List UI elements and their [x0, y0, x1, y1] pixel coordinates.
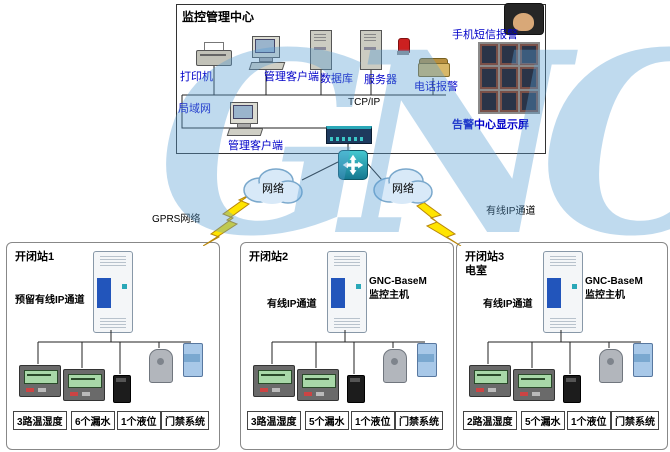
access-control-reader-icon [383, 349, 407, 383]
sensor-label: 3路温湿度 [247, 411, 301, 430]
access-control-reader-icon [599, 349, 623, 383]
sensor-label: 5个漏水 [305, 411, 349, 430]
sensor-label: 门禁系统 [611, 411, 659, 430]
printer-label: 打印机 [180, 71, 213, 83]
liquid-level-sensor-icon [417, 343, 437, 377]
router-icon [338, 150, 368, 180]
cross-arrows-icon [342, 154, 364, 176]
temp-humidity-controller-icon [297, 369, 339, 401]
alarm-button-icon [397, 38, 410, 56]
database-label: 数据库 [320, 73, 353, 85]
network-switch-icon [326, 126, 372, 144]
server-icon [360, 30, 382, 70]
station-3-channel-label: 有线IP通道 [483, 299, 533, 310]
center-title: 监控管理中心 [182, 10, 255, 24]
sensor-label: 门禁系统 [161, 411, 209, 430]
temp-humidity-controller-icon [469, 365, 511, 397]
sms-alarm-label: 手机短信报警 [452, 29, 518, 41]
liquid-level-sensor-icon [633, 343, 653, 377]
station-2-title: 开闭站2 [249, 251, 289, 263]
station-3-host-device [543, 251, 583, 333]
station-2-channel-label: 有线IP通道 [267, 299, 317, 310]
station-2-host-device [327, 251, 367, 333]
sensor-label: 1个液位 [117, 411, 161, 430]
client2-label: 管理客户端 [228, 140, 283, 152]
water-leak-sensor-icon [113, 375, 131, 403]
database-server-icon [310, 30, 332, 70]
station-3-subtitle: 电室 [465, 265, 487, 277]
wired-ip-label: 有线IP通道 [486, 206, 536, 217]
temp-humidity-controller-icon [253, 365, 295, 397]
station-1-channel-label: 预留有线IP通道 [15, 295, 85, 306]
sensor-label: 门禁系统 [395, 411, 443, 430]
sensor-label: 2路温湿度 [463, 411, 517, 430]
station-1-host-device [93, 251, 133, 333]
sensor-label: 1个液位 [351, 411, 395, 430]
sensor-label: 3路温湿度 [13, 411, 67, 430]
printer-icon [196, 42, 232, 66]
station-1-title: 开闭站1 [15, 251, 55, 263]
temp-humidity-controller-icon [63, 369, 105, 401]
tcpip-label: TCP/IP [348, 97, 381, 108]
lan-label: 局域网 [178, 103, 211, 115]
cloud-right-icon [370, 166, 436, 208]
gprs-network-label: GPRS网络 [152, 214, 201, 225]
client1-label: 管理客户端 [264, 71, 319, 83]
phone-alarm-label: 电话报警 [414, 81, 458, 93]
sensor-label: 5个漏水 [521, 411, 565, 430]
lightning-bolt-right-icon [415, 196, 462, 246]
client1-computer-icon [248, 36, 286, 70]
server-label: 服务器 [364, 74, 397, 86]
lightning-bolt-left-icon [203, 194, 252, 246]
water-leak-sensor-icon [563, 375, 581, 403]
station-1-box: 开闭站1 预留有线IP通道 3路温湿度 6个漏水 1个液位 门禁系统 [6, 242, 220, 450]
cloud-left-icon [240, 166, 306, 208]
temp-humidity-controller-icon [513, 369, 555, 401]
telephone-icon [418, 58, 450, 77]
water-leak-sensor-icon [347, 375, 365, 403]
display-wall-label: 告警中心显示屏 [452, 119, 529, 131]
client2-computer-icon [226, 102, 264, 136]
person-photo [504, 3, 544, 35]
liquid-level-sensor-icon [183, 343, 203, 377]
temp-humidity-controller-icon [19, 365, 61, 397]
access-control-reader-icon [149, 349, 173, 383]
sensor-label: 6个漏水 [71, 411, 115, 430]
display-wall-icon [478, 42, 540, 114]
sensor-label: 1个液位 [567, 411, 611, 430]
station-3-title: 开闭站3 [465, 251, 505, 263]
cloud-right-label: 网络 [392, 183, 414, 195]
cloud-left-label: 网络 [262, 183, 284, 195]
